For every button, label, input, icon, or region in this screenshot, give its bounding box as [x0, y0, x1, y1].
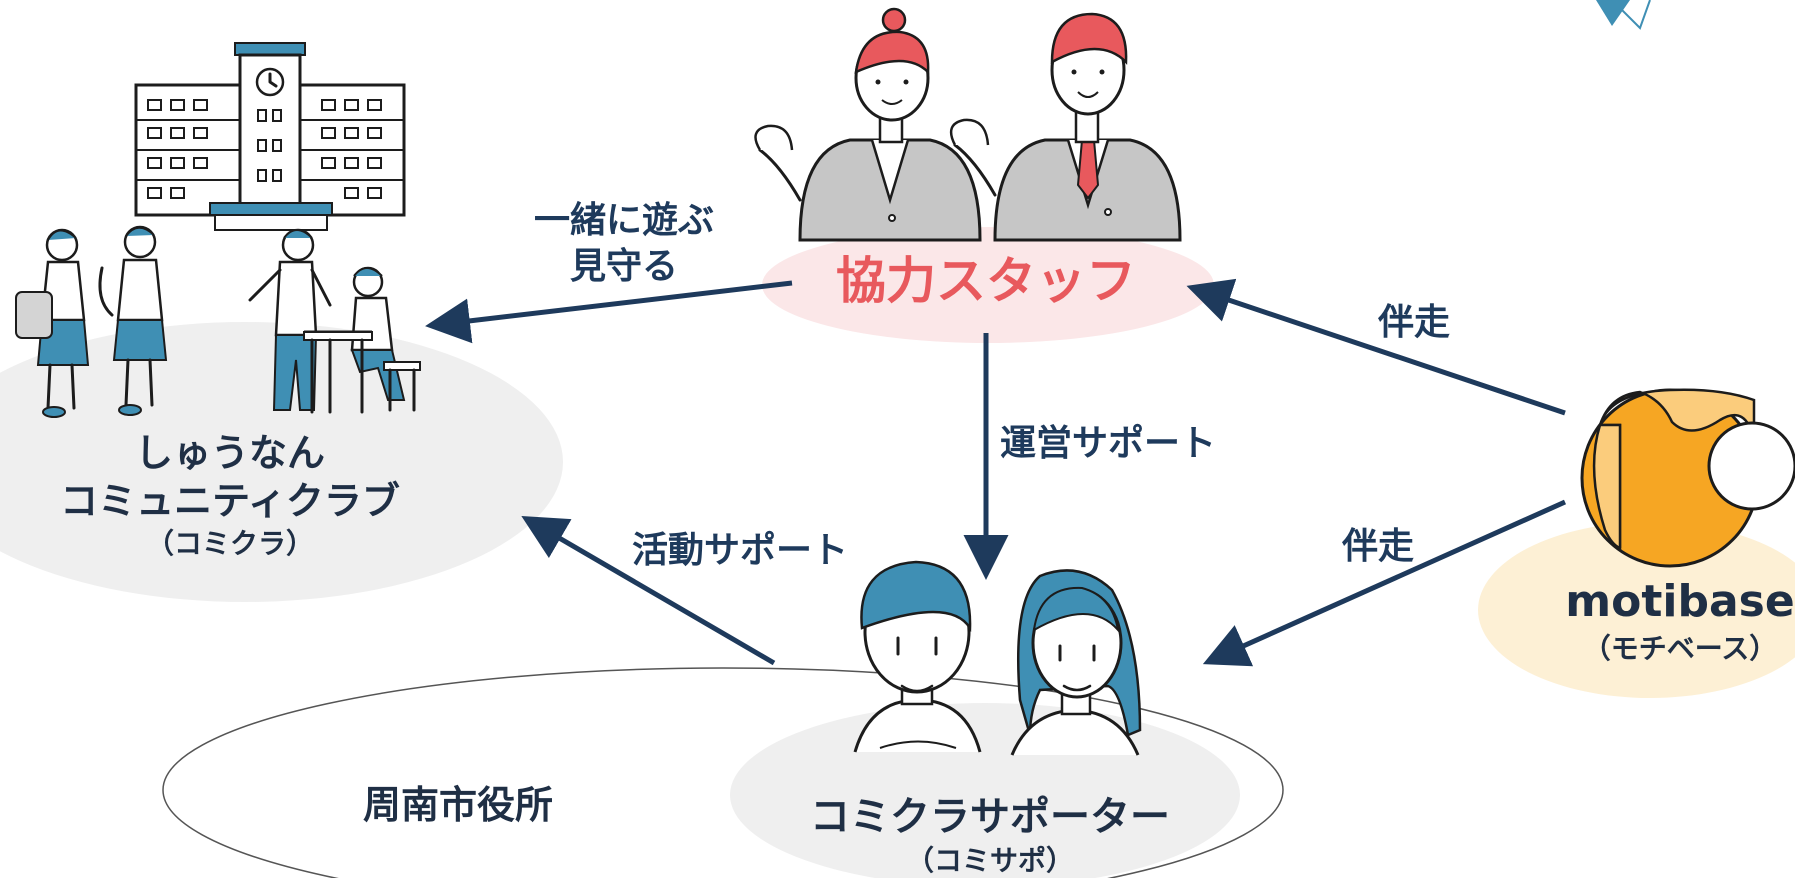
corner-decoration-icon — [1596, 0, 1651, 30]
city-hall-outline — [162, 667, 1284, 878]
city-hall-label: 周南市役所 — [363, 783, 553, 827]
supporter-people-icon — [853, 560, 1142, 756]
motibase-logo-icon — [1580, 388, 1795, 568]
edge-label-watch-over: 見守る — [570, 246, 678, 287]
arrow-motibase-to-supporter — [1202, 499, 1567, 667]
business-staff-icon — [754, 7, 1182, 242]
club-label-line1: しゅうなん — [135, 431, 325, 475]
staff-label: 協力スタッフ — [836, 252, 1136, 310]
arrow-staff-to-club — [425, 280, 793, 344]
motibase-label-line1: motibase — [1565, 576, 1794, 627]
edge-label-accompany-supporter: 伴走 — [1341, 526, 1414, 567]
arrows — [425, 278, 1567, 667]
arrow-motibase-to-staff — [1186, 278, 1566, 416]
edge-label-operation-support: 運営サポート — [1000, 422, 1216, 464]
club-label-line2: コミュニティクラブ — [60, 479, 400, 523]
supporter-label-line2: （コミサポ） — [906, 844, 1074, 877]
students-icon — [15, 225, 421, 418]
motibase-bubble — [1478, 522, 1795, 698]
edge-label-play-together: 一緒に遊ぶ — [534, 200, 714, 241]
supporter-label-line1: コミクラサポーター — [810, 794, 1170, 840]
edge-label-accompany-staff: 伴走 — [1377, 302, 1450, 343]
edge-label-activity-support: 活動サポート — [632, 529, 848, 571]
school-building-icon — [134, 42, 406, 231]
motibase-label-line2: （モチベース） — [1583, 632, 1778, 665]
arrow-supporter-to-club — [521, 515, 776, 666]
club-bubble — [0, 322, 563, 602]
staff-bubble — [762, 227, 1214, 343]
club-label-line3: （コミクラ） — [146, 527, 314, 560]
